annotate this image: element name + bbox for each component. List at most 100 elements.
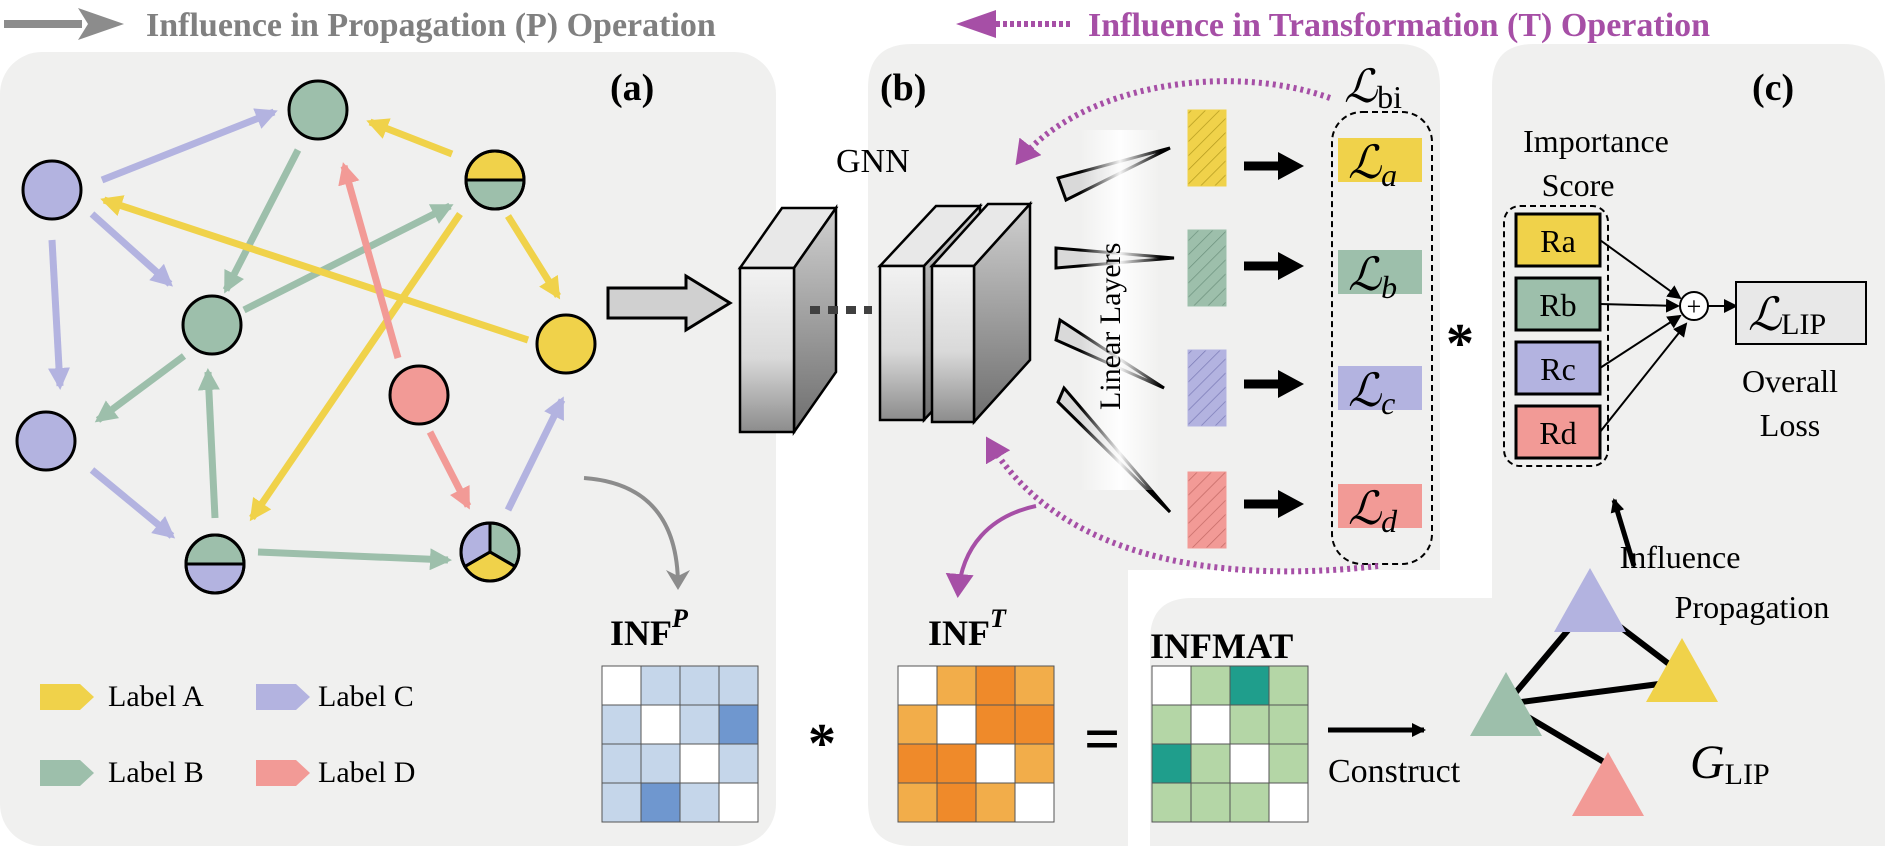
influence-propagation-label-1: Influence	[1620, 539, 1741, 575]
edge-b-to-half-ab	[242, 202, 454, 314]
edge-half-to-b-top	[366, 118, 454, 158]
score-arrows	[1599, 239, 1738, 433]
transformation-legend-text: Influence in Transformation (T) Operatio…	[1088, 7, 1710, 44]
edge-half-to-half	[249, 212, 463, 522]
gray-arrow-icon	[78, 8, 124, 40]
influence-propagation-label-2: Propagation	[1675, 589, 1830, 625]
infp-cell	[640, 743, 681, 784]
importance-title-2: Score	[1542, 167, 1615, 203]
edge-c-to-b-top	[100, 108, 278, 184]
sum-circle	[1679, 291, 1709, 321]
inft-cell	[936, 665, 977, 706]
infp-cell	[679, 665, 720, 706]
node-b-mid	[181, 294, 243, 356]
equals-symbol: =	[1084, 703, 1120, 774]
edge-c-to-half	[89, 467, 176, 539]
sum-symbol: +	[1687, 292, 1702, 321]
inft-cell	[936, 743, 977, 784]
infp-cell	[601, 782, 642, 823]
node-c-left	[21, 159, 83, 221]
infp-cell	[679, 743, 720, 784]
edge-a-to-c	[100, 195, 530, 344]
output-b	[1187, 229, 1227, 307]
output-arrows	[1244, 152, 1304, 518]
inft-cell	[975, 743, 1016, 784]
infmat-cell	[1229, 782, 1270, 823]
label-b-text: Label B	[108, 756, 204, 789]
edge-d-to-b	[338, 162, 402, 359]
node-half-ab	[464, 149, 526, 211]
node-c-bottom	[15, 410, 77, 472]
output-a	[1187, 109, 1227, 187]
inft-cell	[1014, 704, 1055, 745]
glip-node-c	[1554, 568, 1626, 632]
infmat-cell	[1268, 704, 1309, 745]
infp-cell	[679, 704, 720, 745]
construct-label: Construct	[1328, 753, 1461, 790]
multiply-symbol-1: *	[808, 713, 836, 775]
overall-loss-2: Loss	[1760, 407, 1820, 443]
loss-a: ℒa	[1348, 137, 1397, 193]
linear-layers-highlight	[1080, 130, 1160, 490]
inft-cell	[936, 782, 977, 823]
edge-b-to-b	[222, 148, 302, 294]
label-a-text: Label A	[108, 680, 204, 713]
gnn-block-3	[929, 200, 1033, 426]
edge-d-to-multi-c	[504, 396, 566, 512]
lip-loss-box	[1735, 281, 1867, 345]
inft-cell	[936, 704, 977, 745]
glip-label: GLIP	[1690, 736, 1770, 791]
node-multi-abc	[459, 521, 521, 583]
loss-group-bracket	[1331, 111, 1433, 565]
infmat-cell	[1190, 743, 1231, 784]
loss-bi: ℒbi	[1344, 61, 1402, 115]
purple-arrow-icon	[956, 10, 996, 38]
transformation-arrow-top	[1015, 78, 1332, 166]
label-c-text: Label C	[318, 680, 414, 713]
transformation-curve-arrow	[945, 504, 1037, 598]
label-c-swatch	[256, 684, 310, 710]
edge-half-to-multi	[257, 548, 452, 571]
node-b-top	[287, 79, 349, 141]
inft-cell	[897, 743, 938, 784]
inft-cell	[1014, 665, 1055, 706]
edge-b-to-c	[94, 353, 187, 423]
transformation-arrow-bottom	[985, 436, 1379, 575]
infp-cell	[601, 665, 642, 706]
infmat-cell	[1229, 665, 1270, 706]
label-d-text: Label D	[318, 756, 415, 789]
infp-cell	[640, 665, 681, 706]
propagation-curve-arrow	[583, 476, 690, 590]
panel-b-label: (b)	[880, 67, 926, 109]
infmat-cell	[1268, 782, 1309, 823]
label-b-swatch	[40, 760, 94, 786]
panel-a-label: (a)	[610, 67, 654, 109]
output-d	[1187, 471, 1227, 549]
infmat-cell	[1151, 704, 1192, 745]
graph-edges	[48, 108, 566, 571]
infp-title: INFP	[610, 604, 689, 653]
input-hollow-arrow	[606, 273, 733, 333]
edge-c-to-c	[48, 239, 70, 390]
loss-d-bg	[1338, 484, 1422, 528]
node-d-mid	[388, 364, 450, 426]
label-a-swatch	[40, 684, 94, 710]
output-c	[1187, 349, 1227, 427]
label-d-swatch	[256, 760, 310, 786]
transformation-legend: Influence in Transformation (T) Operatio…	[956, 7, 1710, 44]
score-rb-box	[1514, 276, 1602, 332]
graph-nodes	[15, 79, 597, 595]
infmat-cell	[1151, 782, 1192, 823]
loss-b-bg	[1338, 250, 1422, 294]
infmat-matrix	[1151, 665, 1309, 823]
inft-cell	[975, 665, 1016, 706]
infmat-cell	[1190, 782, 1231, 823]
loss-b: ℒb	[1348, 249, 1397, 305]
infp-cell	[718, 704, 759, 745]
edge-c-to-b-mid	[89, 211, 173, 287]
score-rc: Rc	[1540, 351, 1576, 387]
graph-label-legend: Label A Label C Label B Label D	[40, 680, 415, 789]
influence-propagation-arrow	[1610, 498, 1637, 567]
score-rb: Rb	[1539, 287, 1576, 323]
infmat-cell	[1268, 665, 1309, 706]
